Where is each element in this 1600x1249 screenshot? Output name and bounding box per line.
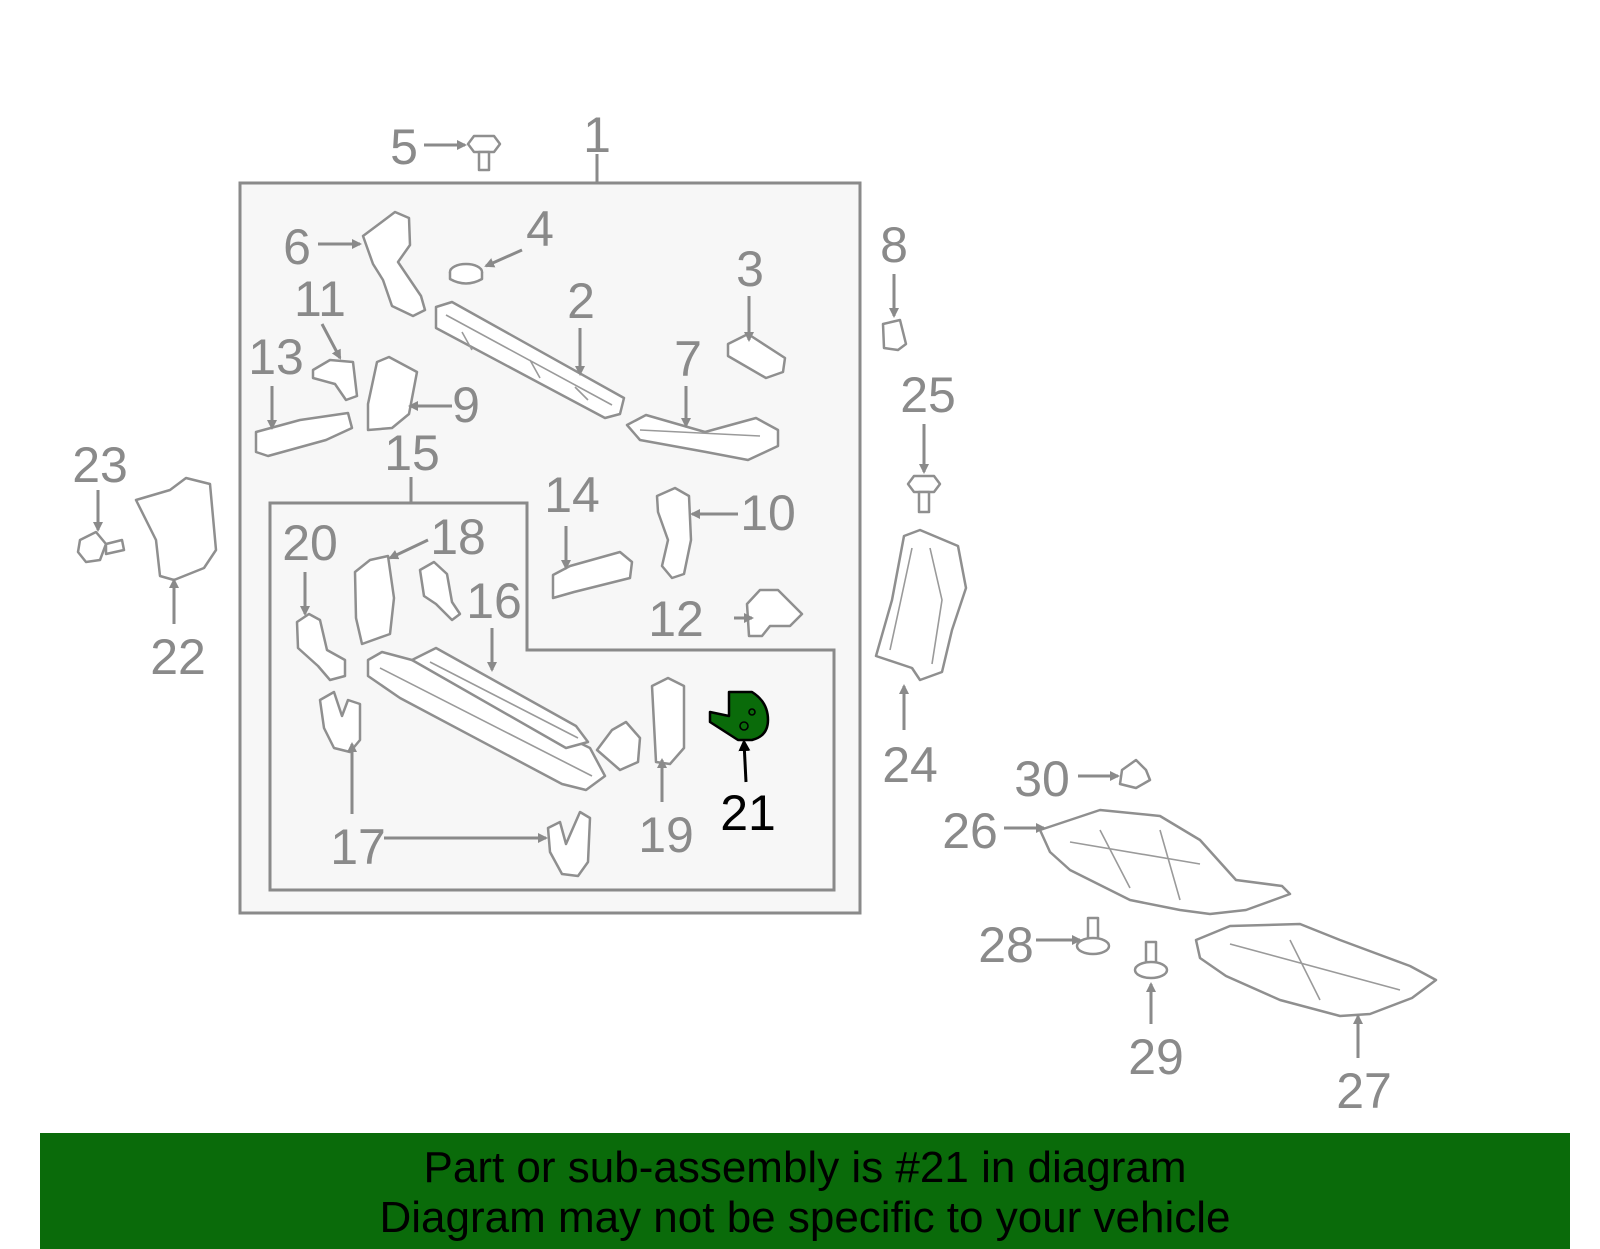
part-22-deflector bbox=[134, 476, 218, 582]
callout-16[interactable]: 16 bbox=[466, 573, 522, 629]
callout-22[interactable]: 22 bbox=[150, 629, 206, 685]
leader-4 bbox=[484, 248, 523, 268]
callout-18[interactable]: 18 bbox=[430, 509, 486, 565]
part-28-bolt bbox=[1075, 916, 1111, 956]
part-16-lower-support bbox=[366, 646, 607, 792]
banner-line-1: Part or sub-assembly is #21 in diagram bbox=[423, 1143, 1187, 1192]
part-19-brace bbox=[650, 676, 686, 766]
callout-2[interactable]: 2 bbox=[567, 273, 595, 329]
part-2-upper-support bbox=[434, 300, 626, 420]
callout-17[interactable]: 17 bbox=[330, 819, 386, 875]
callout-8[interactable]: 8 bbox=[880, 217, 908, 273]
part-24-air-deflector bbox=[874, 528, 968, 682]
callout-20[interactable]: 20 bbox=[282, 515, 338, 571]
callout-30[interactable]: 30 bbox=[1014, 751, 1070, 807]
part-8-clip bbox=[881, 318, 908, 352]
part-6-bracket bbox=[361, 210, 427, 318]
part-18-bracket bbox=[353, 554, 396, 646]
subassembly-frame-15 bbox=[268, 501, 836, 892]
leader-18 bbox=[388, 538, 429, 560]
callout-5[interactable]: 5 bbox=[390, 119, 418, 175]
part-11-bracket bbox=[311, 358, 359, 402]
callout-6[interactable]: 6 bbox=[283, 219, 311, 275]
part-17-bracket-right bbox=[546, 810, 592, 878]
callout-27[interactable]: 27 bbox=[1336, 1063, 1392, 1119]
info-banner: Part or sub-assembly is #21 in diagram D… bbox=[40, 1133, 1570, 1249]
callout-11[interactable]: 11 bbox=[294, 271, 346, 327]
callout-24[interactable]: 24 bbox=[882, 737, 938, 793]
part-14-bracket bbox=[551, 550, 634, 600]
part-25-bolt bbox=[906, 474, 942, 514]
part-16-side-bracket bbox=[418, 560, 462, 622]
callout-7[interactable]: 7 bbox=[674, 331, 702, 387]
callout-3[interactable]: 3 bbox=[736, 241, 764, 297]
callout-21[interactable]: 21 bbox=[720, 785, 776, 841]
callout-10[interactable]: 10 bbox=[740, 485, 796, 541]
callout-19[interactable]: 19 bbox=[638, 807, 694, 863]
callout-13[interactable]: 13 bbox=[248, 329, 304, 385]
part-30-clip bbox=[1118, 758, 1152, 790]
part-17-bracket-left bbox=[318, 690, 362, 754]
diagram-svg: 1 2 3 4 5 6 7 8 9 10 11 12 13 14 15 16 1… bbox=[72, 107, 1438, 1119]
part-16-end-bracket bbox=[595, 720, 642, 772]
callout-9[interactable]: 9 bbox=[452, 377, 480, 433]
part-5-bolt bbox=[466, 134, 502, 172]
callout-12[interactable]: 12 bbox=[648, 591, 704, 647]
part-10-bracket bbox=[655, 486, 693, 580]
part-13-bracket bbox=[254, 411, 354, 458]
part-7-lock-support bbox=[625, 413, 780, 462]
banner-line-2: Diagram may not be specific to your vehi… bbox=[379, 1193, 1231, 1242]
callout-1[interactable]: 1 bbox=[583, 107, 611, 163]
leader-21 bbox=[738, 739, 751, 783]
callout-23[interactable]: 23 bbox=[72, 437, 128, 493]
callout-14[interactable]: 14 bbox=[544, 467, 600, 523]
part-12-bracket bbox=[745, 588, 804, 638]
part-23-bolt bbox=[76, 530, 126, 564]
part-20-bracket bbox=[295, 612, 347, 682]
part-9-bracket bbox=[366, 355, 419, 432]
leader-11 bbox=[320, 323, 342, 360]
callout-28[interactable]: 28 bbox=[978, 917, 1034, 973]
part-26-under-cover bbox=[1038, 808, 1292, 916]
part-27-under-cover bbox=[1194, 922, 1438, 1018]
callout-26[interactable]: 26 bbox=[942, 803, 998, 859]
callout-29[interactable]: 29 bbox=[1128, 1029, 1184, 1085]
part-29-bolt bbox=[1133, 940, 1169, 980]
callout-15[interactable]: 15 bbox=[384, 425, 440, 481]
callout-4[interactable]: 4 bbox=[526, 201, 554, 257]
callout-25[interactable]: 25 bbox=[900, 367, 956, 423]
part-4-clip bbox=[448, 262, 484, 285]
